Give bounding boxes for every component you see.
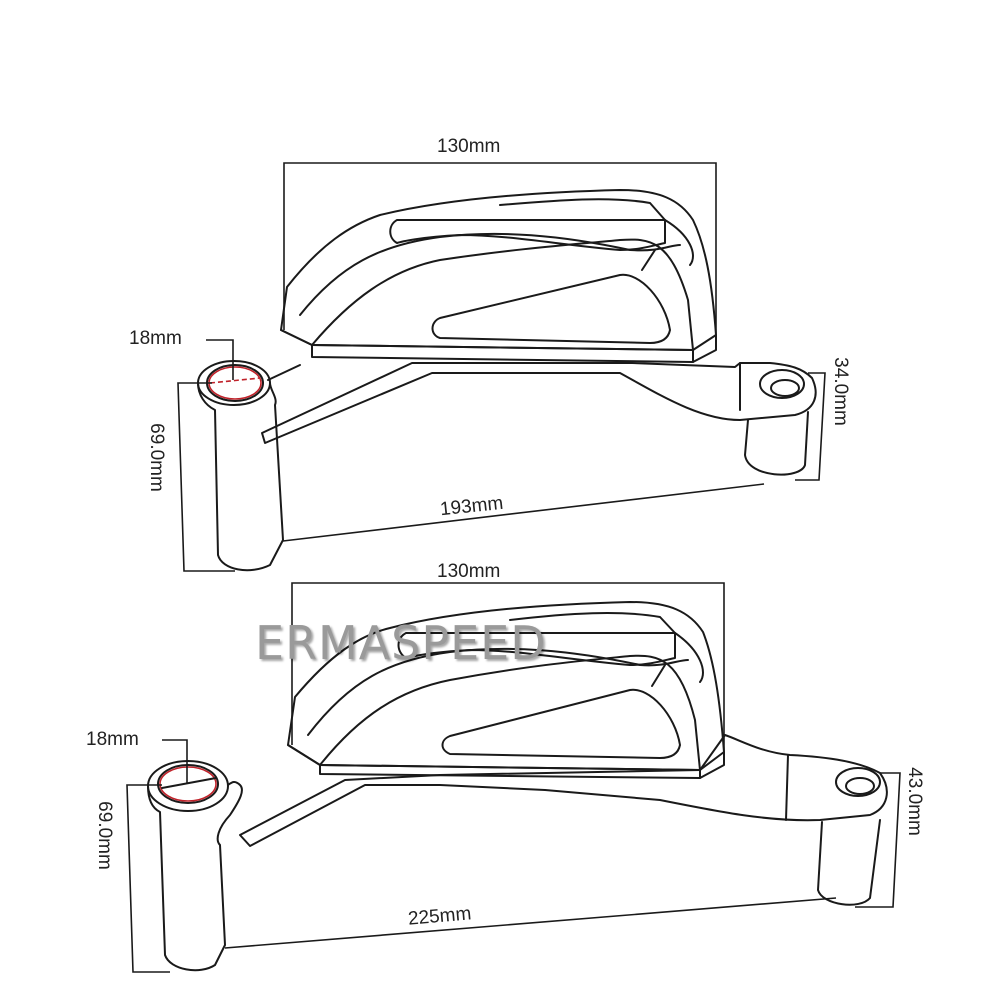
brand-watermark: ERMASPEED [255, 616, 547, 670]
top-right-height-label: 34.0mm [829, 357, 851, 426]
top-pin-leader-line [206, 339, 234, 380]
bottom-width-label: 130mm [437, 561, 501, 582]
bottom-pin-diameter-label: 18mm [86, 729, 139, 750]
bottom-width-dimension-line [291, 582, 725, 752]
top-pin-diameter-marker [209, 377, 261, 384]
top-pin-diameter-label: 18mm [129, 328, 182, 349]
top-left-height-label: 69.0mm [145, 423, 167, 492]
bottom-left-height-label: 69.0mm [93, 801, 115, 870]
bottom-pin-leader-line [162, 739, 188, 783]
top-width-dimension-line [283, 162, 717, 335]
top-span-dimension-line [282, 483, 765, 542]
bottom-span-label: 225mm [407, 903, 473, 930]
top-width-label: 130mm [437, 136, 501, 157]
bottom-right-height-dimension-line [855, 772, 901, 908]
bottom-left-height-dimension-line [126, 784, 170, 973]
bottom-pin-diameter-marker [161, 777, 217, 789]
top-frame-slider [177, 162, 826, 572]
bottom-frame-slider [126, 582, 901, 973]
bottom-right-height-label: 43.0mm [903, 767, 925, 836]
top-left-height-dimension-line [177, 382, 235, 572]
bottom-span-dimension-line [224, 897, 837, 949]
top-right-height-dimension-line [795, 372, 826, 481]
